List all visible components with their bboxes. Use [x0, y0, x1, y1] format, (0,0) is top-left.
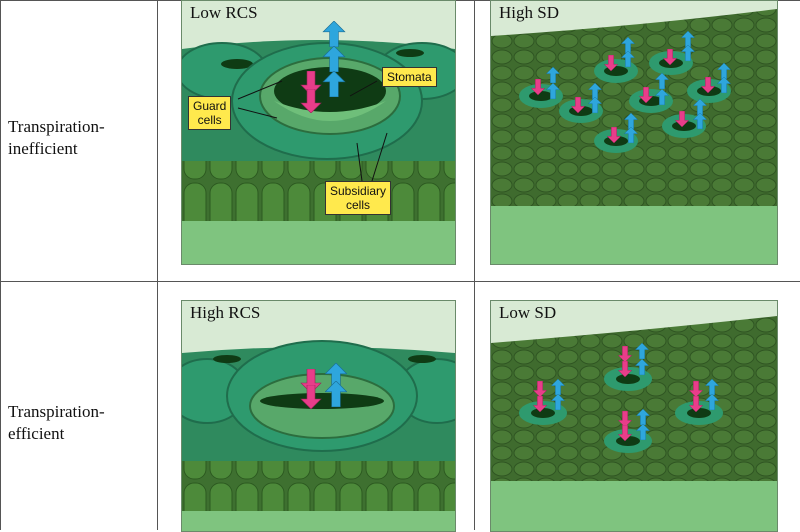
panel-high-rcs: High RCS: [181, 300, 456, 532]
low-rcs-illustration: [182, 1, 455, 264]
stoma-unit: [687, 63, 731, 103]
stoma-unit: [519, 67, 563, 108]
stoma-unit: [594, 37, 638, 83]
table-divider-col2: [474, 0, 475, 530]
table-border-left: [0, 0, 1, 530]
high-rcs-illustration: [182, 301, 455, 531]
stomatal-pore: [260, 393, 384, 409]
stomata-cluster: [519, 31, 731, 153]
panel-title: Low SD: [499, 303, 557, 322]
panel-low-rcs: Low RCS Stomata Guard cells Subsidiary c…: [181, 0, 456, 265]
row-label-inefficient: Transpiration- inefficient: [8, 116, 105, 160]
guard-cells-callout: Guard cells: [188, 96, 232, 130]
callout-line: Subsidiary: [330, 184, 387, 198]
stoma-unit: [629, 73, 673, 113]
callout-line: cells: [346, 198, 371, 212]
low-sd-illustration: [491, 301, 777, 531]
high-sd-illustration: [491, 1, 777, 264]
stomata-callout: Stomata: [382, 67, 437, 87]
panel-title: High RCS: [190, 303, 261, 322]
callout-line: Guard: [193, 99, 227, 113]
stoma-unit: [662, 99, 707, 138]
row-label-line1: Transpiration-: [8, 402, 105, 421]
stoma-unit: [594, 113, 638, 153]
stoma-unit: [604, 343, 652, 391]
panel-low-sd: Low SD: [490, 300, 778, 532]
table-divider-row: [0, 281, 800, 282]
stoma-unit: [675, 379, 723, 425]
row-label-line1: Transpiration-: [8, 117, 105, 136]
row-label-line2: efficient: [8, 424, 65, 443]
subsidiary-cells-callout: Subsidiary cells: [325, 181, 392, 215]
stoma-unit: [519, 379, 567, 425]
stoma-unit: [604, 409, 652, 453]
stoma-unit: [559, 83, 603, 123]
stomata-cluster: [519, 343, 723, 453]
row-label-efficient: Transpiration- efficient: [8, 401, 105, 445]
small-stoma-right: [396, 49, 424, 57]
callout-line: cells: [197, 113, 222, 127]
panel-title: High SD: [499, 3, 559, 22]
small-stoma-left: [221, 59, 253, 69]
table-divider-col1: [157, 0, 158, 530]
stoma-unit: [649, 31, 695, 75]
panel-title: Low RCS: [190, 3, 258, 22]
row-label-line2: inefficient: [8, 139, 78, 158]
panel-high-sd: High SD: [490, 0, 778, 265]
